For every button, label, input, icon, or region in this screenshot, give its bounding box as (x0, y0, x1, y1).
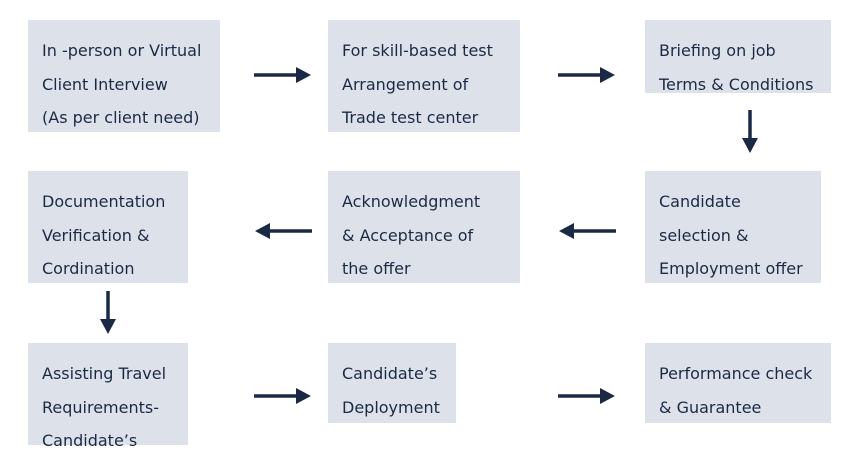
step-text-line: Briefing on job (659, 41, 776, 60)
step-text-line: In -person or Virtual (42, 41, 202, 60)
arrow-right-icon (558, 388, 615, 404)
arrow-right-icon (254, 388, 311, 404)
step-text-line: Assisting Travel (42, 364, 167, 383)
step-box-candidate-selection: Candidate selection & Employment offer (645, 171, 821, 283)
step-box-documentation: Documentation Verification & Cordination (28, 171, 188, 283)
step-box-travel-assist: Assisting Travel Requirements- Candidate… (28, 343, 188, 450)
step-text-line: Candidate (659, 192, 741, 211)
step-text-line: For skill-based test (342, 41, 493, 60)
step-text-line: Acknowledgment (342, 192, 481, 211)
step-text-line: Documentation (42, 192, 166, 211)
step-text-line: Arrangement of (342, 74, 469, 94)
step-text-line: (As per client need) (42, 108, 200, 127)
arrow-down-icon (100, 291, 116, 334)
arrow-left-icon (559, 223, 616, 239)
arrow-down-icon (742, 110, 758, 153)
step-text-line: Candidate’s (342, 364, 438, 383)
step-box-acknowledgment: Acknowledgment & Acceptance of the offer (328, 171, 520, 283)
step-text-line: Performance check (659, 364, 813, 383)
step-text-line: Candidate’s (42, 431, 138, 450)
step-text-line: the offer (342, 259, 411, 278)
arrow-right-icon (254, 67, 311, 83)
step-text-line: Deployment (342, 397, 440, 417)
step-text-line: Employment offer (659, 259, 803, 278)
step-box-client-interview: In -person or Virtual Client Interview (… (28, 20, 220, 132)
step-text-line: & Guarantee (659, 397, 762, 417)
step-text-line: Terms & Conditions (659, 74, 814, 94)
step-text-line: & Acceptance of (342, 225, 474, 245)
step-text-line: selection & (659, 225, 749, 245)
arrow-left-icon (255, 223, 312, 239)
step-text-line: Verification & (42, 225, 150, 245)
arrow-right-icon (558, 67, 615, 83)
step-box-deployment: Candidate’s Deployment (328, 343, 456, 423)
step-box-performance: Performance check & Guarantee (645, 343, 831, 423)
step-box-briefing: Briefing on job Terms & Conditions (645, 20, 831, 94)
step-text-line: Trade test center (342, 108, 479, 127)
step-text-line: Cordination (42, 259, 135, 278)
step-box-trade-test: For skill-based test Arrangement of Trad… (328, 20, 520, 132)
step-text-line: Client Interview (42, 74, 168, 94)
step-text-line: Requirements- (42, 397, 160, 417)
